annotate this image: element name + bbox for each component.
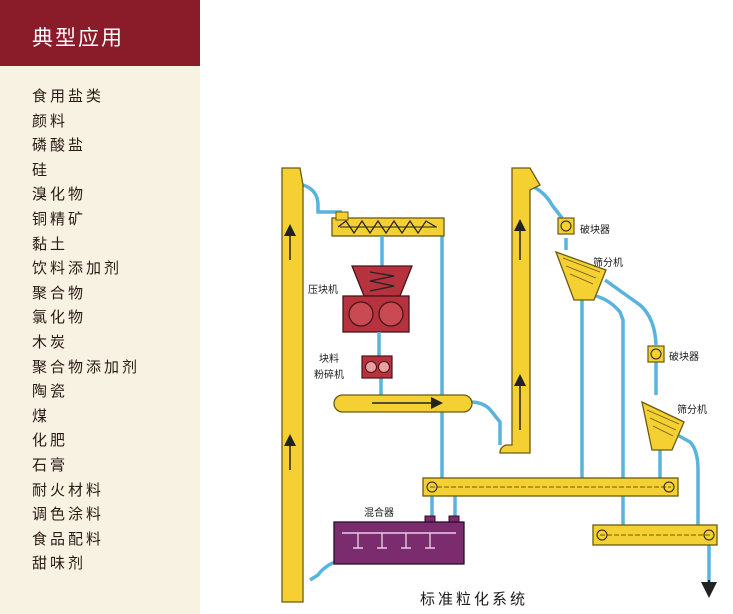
pipe-right-elevator-to-lump-breaker [529, 183, 564, 220]
application-item: 食品配料 [32, 529, 105, 548]
lump-breaker-1-label: 破块器 [580, 223, 610, 236]
pipe-screen2-product [671, 430, 700, 525]
lump-breaker-2 [647, 345, 665, 363]
lump-breaker-2-label: 破块器 [669, 350, 699, 363]
recycle-belt-conveyor [422, 477, 679, 497]
product-belt-conveyor [592, 524, 718, 546]
lump-breaker-1 [557, 217, 575, 235]
application-item: 石膏 [32, 455, 69, 474]
diagram-caption: 标准粒化系统 [420, 590, 528, 608]
pipes [302, 183, 700, 582]
pipe-screen1-oversize [603, 278, 658, 346]
application-item: 黏土 [32, 234, 69, 253]
right-bucket-elevator [499, 167, 541, 454]
application-item: 甜味剂 [32, 554, 87, 573]
screw-conveyor [331, 211, 445, 237]
crusher-label-line2: 粉碎机 [314, 368, 344, 381]
lump-crusher [361, 332, 393, 379]
applications-header: 典型应用 [0, 0, 200, 66]
mixer [333, 515, 465, 565]
screen-1 [554, 250, 607, 301]
pipe-left-elevator-to-top-screw [302, 183, 342, 214]
briquetter [342, 236, 413, 333]
screen-2 [641, 400, 685, 451]
application-item: 颜料 [32, 111, 69, 130]
application-item: 调色涂料 [32, 505, 105, 524]
application-item: 溴化物 [32, 185, 87, 204]
application-item: 硅 [32, 160, 51, 179]
application-item: 食用盐类 [32, 87, 105, 105]
lower-belt-conveyor [333, 394, 473, 413]
screen-2-label: 筛分机 [677, 403, 707, 416]
application-item: 陶瓷 [32, 382, 69, 401]
pipe-screen1-mid [595, 294, 625, 525]
applications-list: 食用盐类颜料磷酸盐硅溴化物铜精矿黏土饮料添加剂聚合物氯化物木炭聚合物添加剂陶瓷煤… [32, 84, 140, 576]
briquetter-label: 压块机 [308, 283, 338, 296]
applications-title: 典型应用 [32, 26, 124, 50]
screen-1-label: 筛分机 [593, 256, 623, 269]
application-item: 磷酸盐 [32, 136, 87, 155]
mixer-label: 混合器 [364, 506, 394, 519]
crusher-label-line1: 块料 [319, 352, 339, 365]
left-bucket-elevator [281, 167, 304, 603]
application-item: 铜精矿 [32, 209, 87, 228]
application-item: 聚合物添加剂 [32, 357, 141, 376]
application-item: 饮料添加剂 [32, 259, 123, 278]
application-item: 聚合物 [32, 283, 87, 302]
application-item: 化肥 [32, 431, 69, 450]
applications-panel: 典型应用 食用盐类颜料磷酸盐硅溴化物铜精矿黏土饮料添加剂聚合物氯化物木炭聚合物添… [0, 0, 200, 614]
pipe-lower-conveyor-to-right-elevator [469, 400, 502, 445]
application-item: 氯化物 [32, 308, 87, 327]
application-item: 耐火材料 [32, 480, 105, 499]
application-item: 木炭 [32, 332, 69, 351]
application-item: 煤 [32, 406, 51, 425]
